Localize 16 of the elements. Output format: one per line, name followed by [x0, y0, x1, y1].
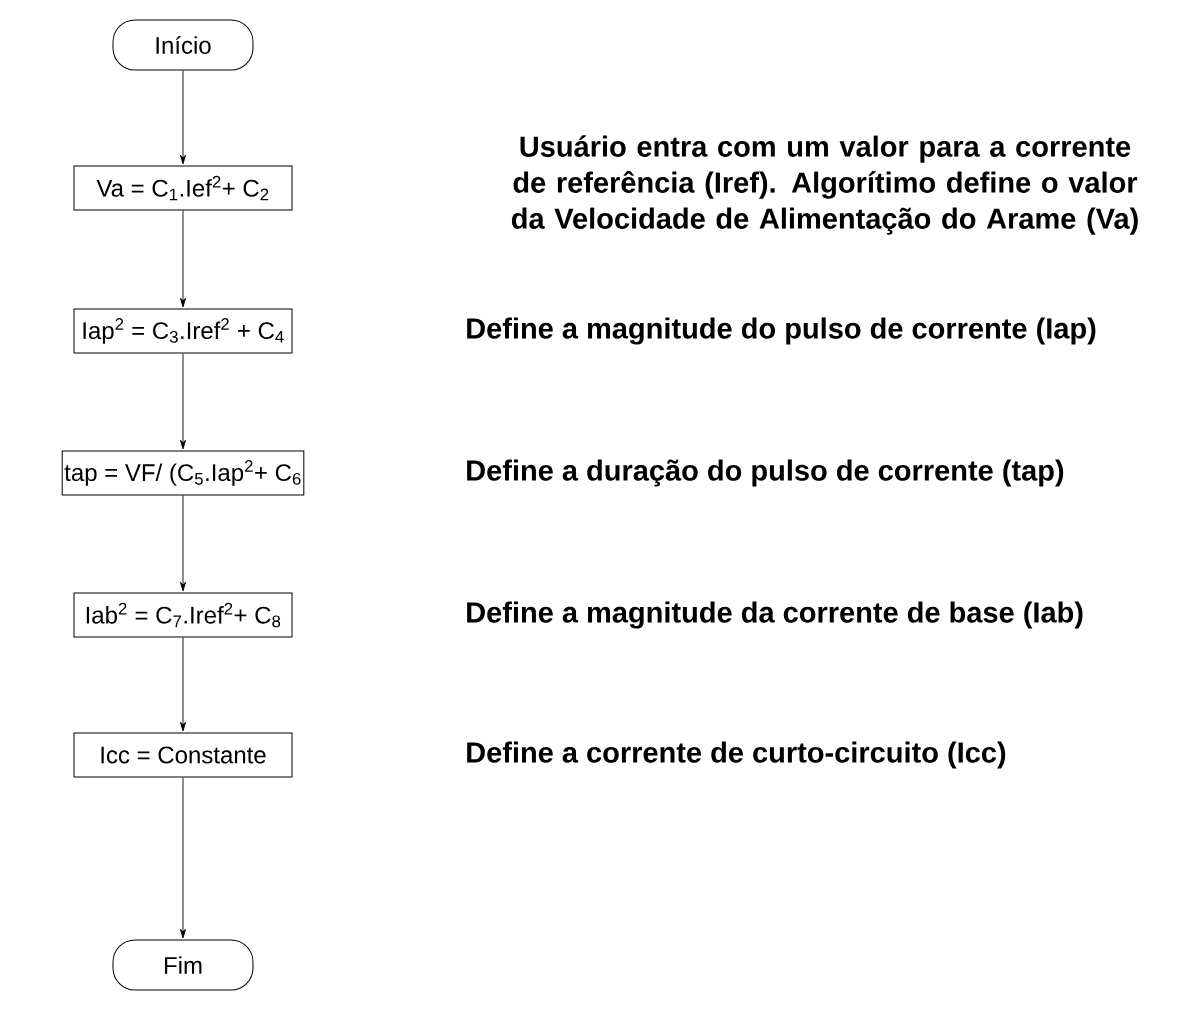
note-text: Define a corrente de curto-circuito (Icc) — [467, 741, 1006, 769]
note-text: Define a magnitude da corrente de base (Iab) — [467, 601, 1083, 629]
process-box: Iab$^{2}$ = C$_{7}$.Iref$^{2}$+ C$_{8}$ — [73, 592, 293, 638]
arrow — [180, 495, 186, 592]
note-text: Define a duração do pulso de corrente (tap) — [467, 459, 1064, 487]
process-box: Icc = Constante — [73, 732, 293, 778]
arrow — [180, 353, 186, 450]
arrow — [180, 210, 186, 308]
arrow — [180, 70, 186, 165]
note-text: Define a magnitude do pulso de corrente (Iap) — [467, 317, 1096, 345]
arrow — [180, 637, 186, 732]
note-text: Usuário entra com um valor para a corrente de referência (Iref). Algorítimo define o valor da Velocidade de Alimentação do Arame (Va) — [511, 135, 1138, 235]
process-box: tap = VF/ (C$_{5}$.Iap$^{2}$+ C$_{6}$ — [61, 450, 305, 496]
arrow — [180, 777, 186, 939]
process-box: Iap$^{2}$ = C$_{3}$.Iref$^{2}$ + C$_{4}$ — [73, 308, 293, 354]
process-box: Va = C$_{1}$.Ief$^{2}$+ C$_{2}$ — [73, 165, 293, 211]
